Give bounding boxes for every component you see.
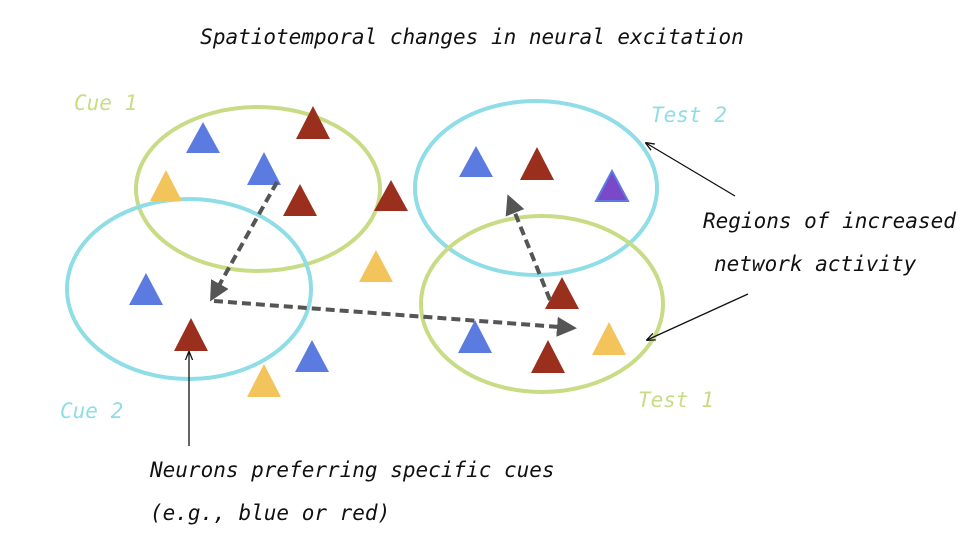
cue1-region [134, 105, 382, 273]
neuron-blue [247, 152, 281, 185]
regions-annotation-line1: Regions of increased [703, 209, 956, 233]
regions-annotation-line2: network activity [714, 252, 917, 276]
neuron-red [283, 184, 317, 216]
neurons-annotation-line1: Neurons preferring specific cues [149, 458, 555, 482]
regions-pointer-bottom [647, 293, 749, 340]
neuron-red [545, 277, 579, 309]
test1-label: Test 1 [638, 388, 714, 412]
cue2-to-test1-arrow [213, 299, 577, 337]
neuron-red [520, 147, 554, 180]
cue1-to-cue2-arrow [210, 181, 279, 302]
regions-pointer-top [646, 143, 736, 197]
neuron-blue [295, 340, 329, 372]
neuron-red [531, 340, 565, 373]
neurons [129, 106, 630, 397]
test1-to-test2-arrow [505, 194, 552, 301]
neuron-blue [459, 146, 493, 177]
cue1-label: Cue 1 [74, 91, 137, 115]
test2-label: Test 2 [651, 103, 727, 127]
neuron-yellow [247, 364, 281, 397]
test2-region [413, 99, 659, 277]
neuron-blue [186, 122, 220, 153]
neuron-red [174, 318, 208, 351]
neuron-yellow [592, 322, 626, 355]
neuron-yellow [150, 170, 182, 201]
neuron-yellow [359, 250, 393, 282]
neuron-blue [458, 320, 492, 353]
neuron-purple [594, 168, 630, 202]
test1-region [419, 214, 665, 394]
neuron-red [374, 180, 408, 211]
neuron-blue [129, 273, 163, 305]
neurons-annotation-line2: (e.g., blue or red) [150, 501, 390, 525]
cue2-label: Cue 2 [60, 399, 123, 423]
diagram-title: Spatiotemporal changes in neural excitat… [200, 25, 744, 49]
neuron-red [296, 106, 330, 139]
